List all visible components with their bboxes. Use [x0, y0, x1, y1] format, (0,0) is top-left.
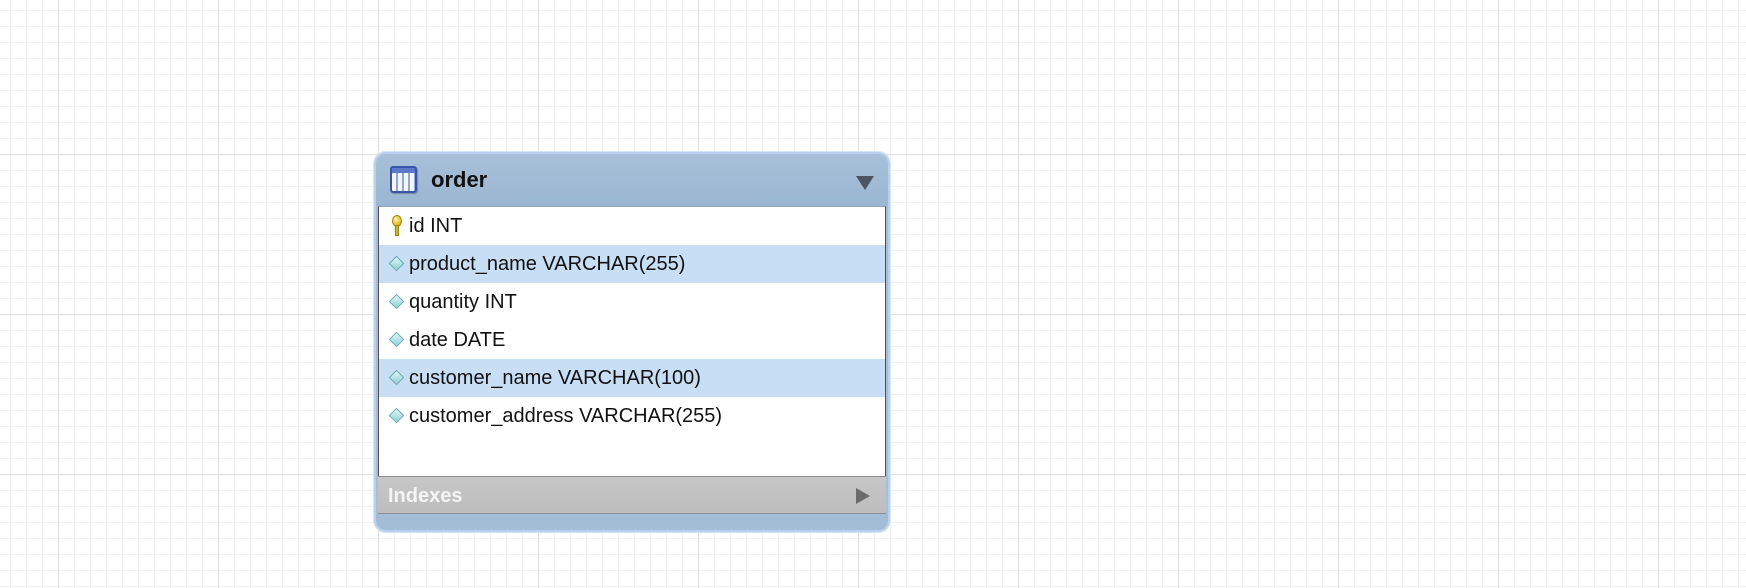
- column-label: product_name VARCHAR(255): [409, 253, 686, 275]
- column-diamond-icon: [388, 331, 405, 348]
- indexes-section-header[interactable]: Indexes: [378, 476, 886, 514]
- column-row-product-name[interactable]: product_name VARCHAR(255): [379, 245, 885, 283]
- triangle-down-icon[interactable]: [852, 168, 878, 194]
- table-title: order: [431, 167, 488, 192]
- column-label: date DATE: [409, 329, 506, 351]
- column-row-customer-address[interactable]: customer_address VARCHAR(255): [379, 397, 885, 435]
- indexes-label: Indexes: [388, 485, 463, 507]
- primary-key-icon: [390, 215, 404, 237]
- column-row-id[interactable]: id INT: [379, 207, 885, 245]
- column-diamond-icon: [388, 407, 405, 424]
- column-label: customer_address VARCHAR(255): [409, 405, 723, 427]
- columns-panel: id INT product_name VARCHAR(255) quantit…: [378, 206, 886, 476]
- column-diamond-icon: [388, 293, 405, 310]
- column-row-customer-name[interactable]: customer_name VARCHAR(100): [379, 359, 885, 397]
- column-diamond-icon: [388, 369, 405, 386]
- table-widget-order[interactable]: order id INT product_name VARCHAR(255) q…: [374, 152, 890, 532]
- column-row-quantity[interactable]: quantity INT: [379, 283, 885, 321]
- column-row-date[interactable]: date DATE: [379, 321, 885, 359]
- table-icon: [390, 166, 417, 193]
- column-diamond-icon: [388, 255, 405, 272]
- triangle-right-icon[interactable]: [854, 487, 872, 505]
- column-label: id INT: [409, 215, 463, 237]
- column-label: customer_name VARCHAR(100): [409, 367, 701, 389]
- table-footer: [376, 514, 888, 530]
- column-label: quantity INT: [409, 291, 517, 313]
- table-header[interactable]: order: [376, 154, 888, 206]
